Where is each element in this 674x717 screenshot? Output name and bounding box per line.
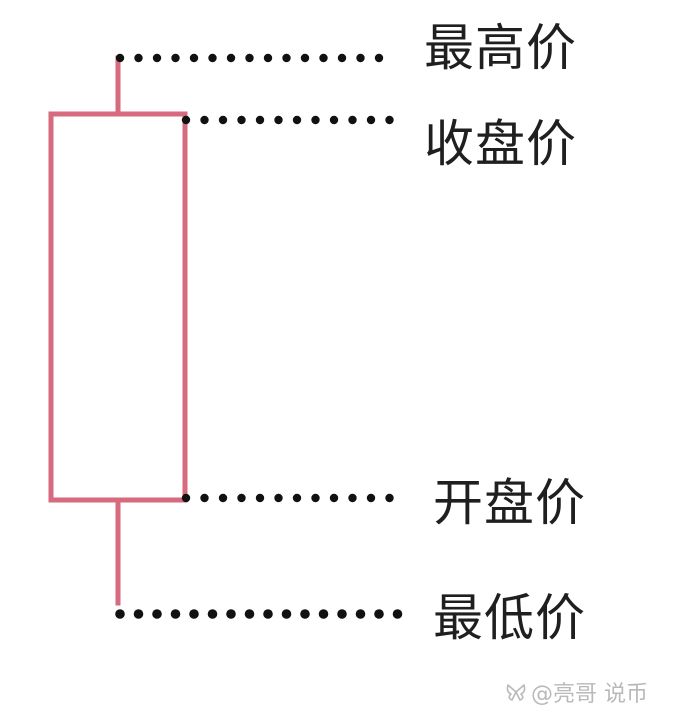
leader-dots-low xyxy=(115,609,403,619)
leader-dot xyxy=(374,609,384,619)
leader-dot xyxy=(374,53,384,63)
leader-dot xyxy=(263,609,273,619)
leader-dot xyxy=(189,53,199,63)
leader-dot xyxy=(181,493,191,503)
leader-dot xyxy=(171,53,180,63)
leader-dot xyxy=(134,53,143,63)
candle-body xyxy=(48,111,188,503)
leader-dot xyxy=(255,493,265,503)
leader-dot xyxy=(292,115,302,125)
leader-dot xyxy=(337,53,347,63)
leader-dot xyxy=(292,493,302,503)
leader-dot xyxy=(208,53,217,63)
leader-dot xyxy=(237,115,246,125)
leader-dot xyxy=(181,115,191,125)
leader-dot xyxy=(218,493,228,503)
leader-dot xyxy=(274,493,283,503)
label-close-price: 收盘价 xyxy=(424,115,577,173)
leader-dots-open xyxy=(181,493,394,503)
leader-dot xyxy=(300,53,310,63)
leader-dot xyxy=(348,115,357,125)
leader-dot xyxy=(170,609,181,619)
leader-dot xyxy=(318,609,329,619)
leader-dot xyxy=(300,609,310,619)
leader-dot xyxy=(189,609,199,619)
leader-dot xyxy=(366,493,376,503)
watermark: @亮哥 说币 xyxy=(505,676,648,708)
leader-dot xyxy=(348,493,357,503)
leader-dots-close xyxy=(181,115,394,125)
leader-dot xyxy=(385,493,394,503)
leader-dot xyxy=(255,115,265,125)
leader-dot xyxy=(319,53,328,63)
leader-dot xyxy=(355,609,366,619)
leader-dot xyxy=(226,609,236,619)
butterfly-logo-icon xyxy=(506,684,526,701)
leader-dot xyxy=(115,609,125,619)
leader-dot xyxy=(282,53,291,63)
watermark-text: @亮哥 说币 xyxy=(531,682,648,707)
leader-dot xyxy=(385,115,394,125)
leader-dot xyxy=(218,115,228,125)
leader-dot xyxy=(311,115,320,125)
label-low-price: 最低价 xyxy=(433,589,586,647)
leader-dot xyxy=(329,115,339,125)
leader-dot xyxy=(281,609,292,619)
leader-dot xyxy=(337,609,347,619)
leader-dot xyxy=(152,53,162,63)
label-high-price: 最高价 xyxy=(424,19,577,77)
leader-dots-high xyxy=(115,53,384,63)
leader-dot xyxy=(237,493,246,503)
leader-dot xyxy=(152,609,162,619)
leader-dot xyxy=(263,53,273,63)
leader-dot xyxy=(245,53,254,63)
leader-dot xyxy=(311,493,320,503)
leader-dot xyxy=(226,53,236,63)
leader-dot xyxy=(244,609,255,619)
leader-dot xyxy=(392,609,403,619)
leader-dot xyxy=(200,115,209,125)
leader-dot xyxy=(366,115,376,125)
leader-dot xyxy=(133,609,144,619)
leader-dot xyxy=(329,493,339,503)
leader-dot xyxy=(356,53,365,63)
leader-dot xyxy=(115,53,125,63)
leader-dot xyxy=(274,115,283,125)
leader-dot xyxy=(207,609,218,619)
leader-dot xyxy=(200,493,209,503)
label-open-price: 开盘价 xyxy=(433,474,586,532)
